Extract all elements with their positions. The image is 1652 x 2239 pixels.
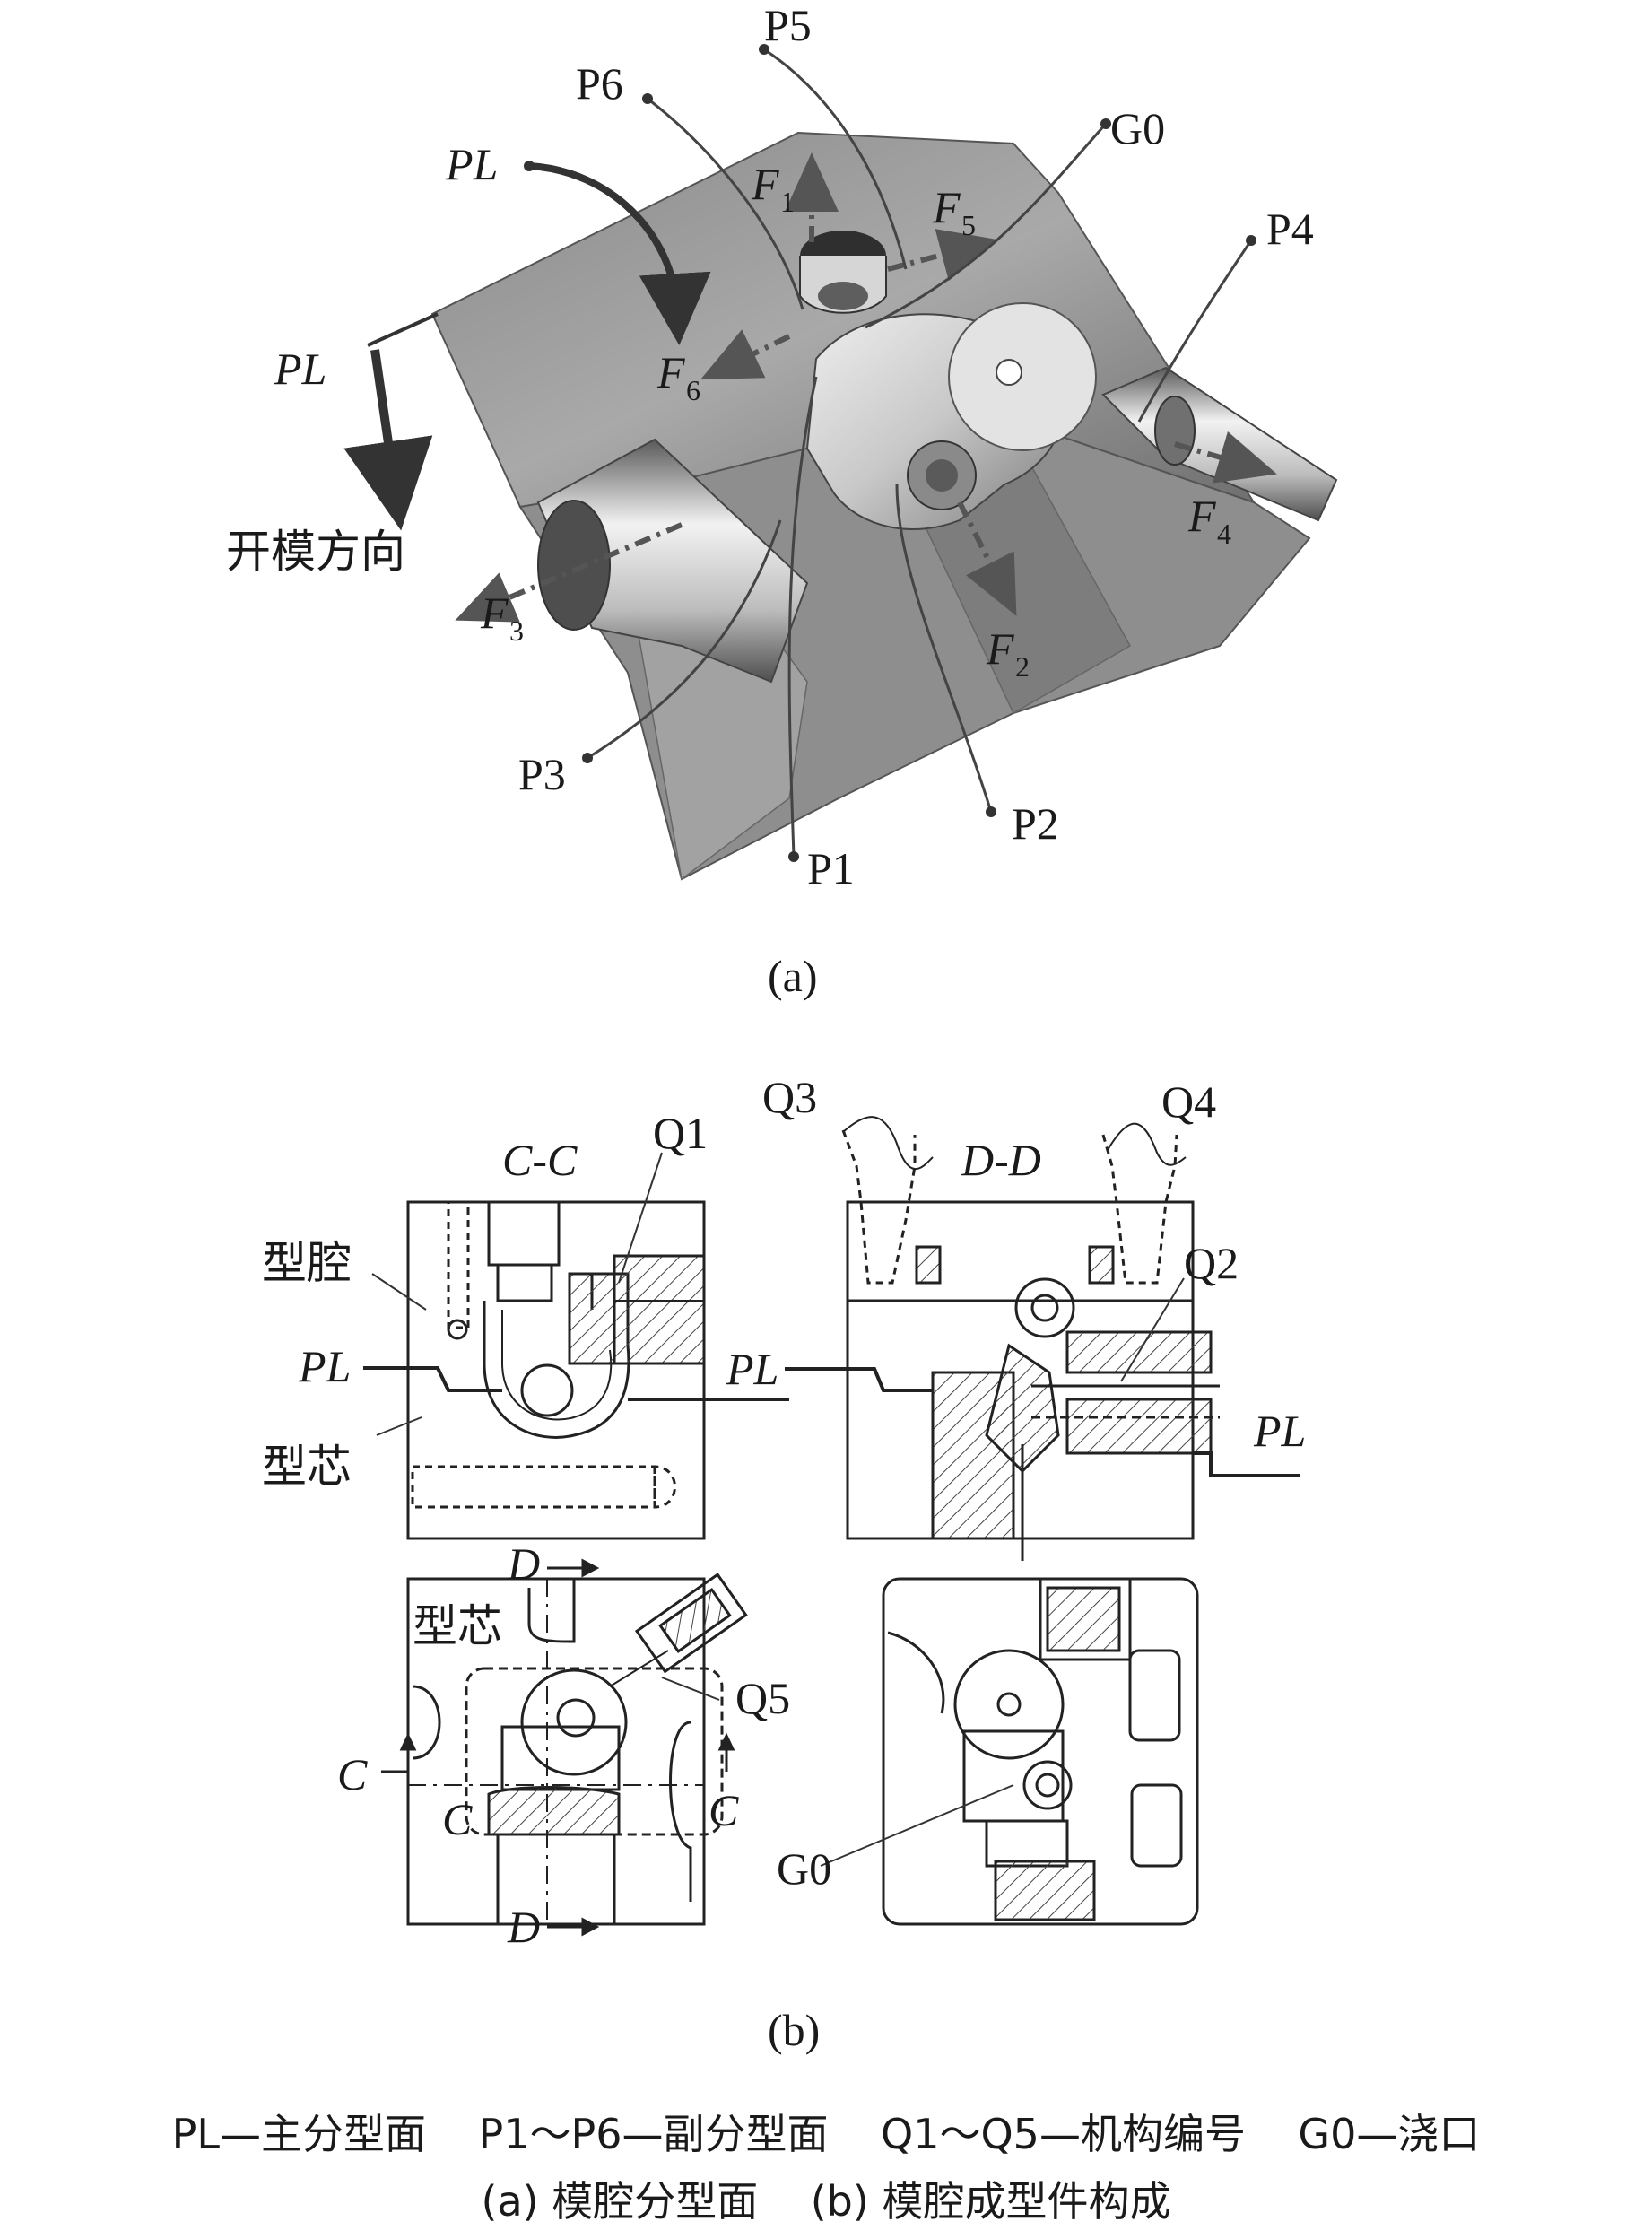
cut-mark-arrows — [381, 1558, 735, 1937]
q3-label: Q3 — [762, 1072, 817, 1122]
q5-label: Q5 — [735, 1673, 790, 1723]
cut-c-left2-label: C — [442, 1794, 473, 1844]
core-label: 型芯 — [262, 1441, 352, 1493]
legend-line-2: (a) 模腔分型面 (b) 模腔成型件构成 — [482, 2177, 1171, 2226]
force-arrows — [455, 152, 1277, 623]
core-plan-label: 型芯 — [413, 1600, 502, 1652]
leader-lines-a — [587, 48, 1253, 858]
q2-label: Q2 — [1184, 1238, 1239, 1288]
cut-d-bottom-label: D — [507, 1902, 540, 1952]
p1-label: P1 — [807, 843, 855, 893]
p2-label: P2 — [1012, 798, 1059, 849]
pl-dd-label: PL — [726, 1344, 778, 1394]
legend-line-1: PL—主分型面 P1～P6—副分型面 Q1～Q5—机构编号 G0—浇口 — [172, 2110, 1481, 2158]
f2-label: F — [986, 623, 1014, 674]
cut-d-top-label: D — [507, 1538, 540, 1589]
pl-top-label: PL — [445, 139, 498, 189]
pl-left-label: PL — [274, 344, 326, 394]
q1-label: Q1 — [653, 1108, 708, 1158]
svg-text:2: 2 — [1015, 650, 1030, 683]
cut-c-right-label: C — [709, 1785, 739, 1835]
pl-cc-label: PL — [298, 1341, 351, 1391]
cut-c-left-label: C — [337, 1749, 368, 1799]
cavity-label: 型腔 — [262, 1237, 352, 1289]
section-dd-label: D-D — [961, 1135, 1041, 1185]
open-direction-label: 开模方向 — [226, 526, 405, 578]
leader-lines-b — [371, 1152, 1185, 1867]
g0-label-a: G0 — [1110, 103, 1165, 153]
f4-label: F — [1187, 491, 1216, 541]
q4-label: Q4 — [1161, 1076, 1216, 1127]
svg-text:5: 5 — [961, 209, 976, 241]
f3-label: F — [480, 588, 509, 638]
p3-label: P3 — [518, 749, 566, 799]
section-cc-label: C-C — [502, 1135, 578, 1185]
pl-right-label: PL — [1253, 1406, 1306, 1456]
caption-a: (a) — [768, 951, 818, 1001]
part-b-drawings — [363, 1116, 1300, 1926]
g0-label-b: G0 — [777, 1843, 831, 1894]
p3-cylinder — [536, 438, 809, 684]
svg-text:4: 4 — [1217, 518, 1231, 550]
p6-label: P6 — [576, 58, 623, 109]
section-cc-outline — [406, 1200, 706, 1540]
p5-label: P5 — [764, 0, 812, 50]
svg-text:3: 3 — [509, 614, 524, 647]
svg-text:1: 1 — [780, 186, 795, 218]
f1-label: F — [751, 159, 779, 209]
f6-label: F — [656, 347, 685, 397]
p4-label: P4 — [1266, 204, 1314, 254]
part-a-3d-view — [343, 44, 1338, 881]
svg-text:6: 6 — [686, 374, 700, 406]
f5-label: F — [932, 182, 961, 232]
caption-b: (b) — [768, 2005, 820, 2055]
